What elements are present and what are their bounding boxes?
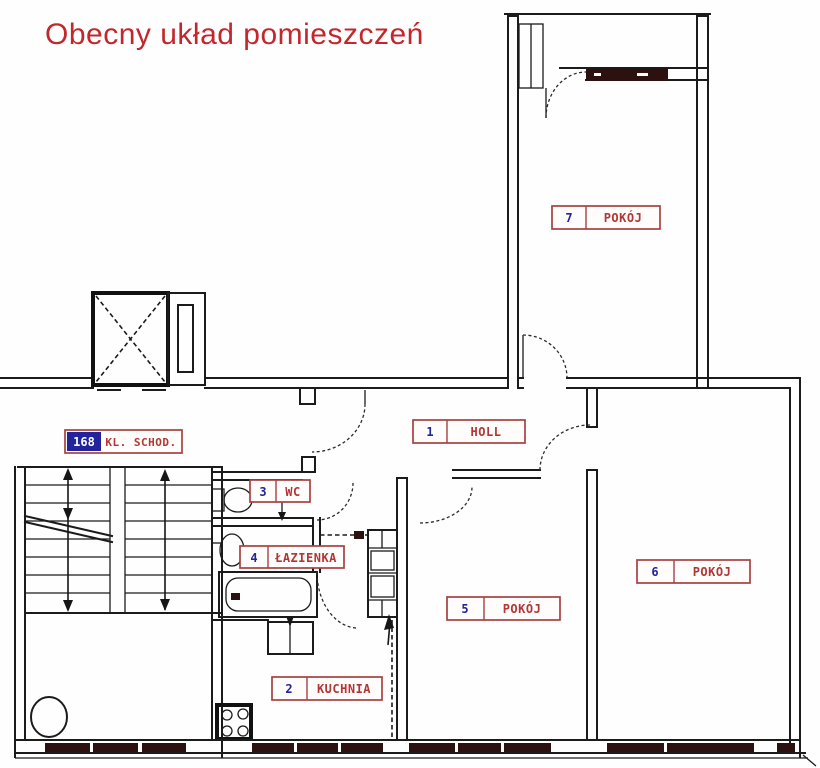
bathtub-icon: [218, 571, 318, 618]
room-label-room6: 6 POKÓJ: [636, 559, 751, 584]
wc-door-swing-arc: [316, 482, 354, 521]
room-label-room5: 5 POKÓJ: [446, 596, 561, 621]
staircase-name: KL. SCHOD.: [105, 436, 176, 449]
room7-walls: [504, 13, 711, 389]
room-label-staircase: 168 KL. SCHOD.: [64, 429, 183, 454]
room7-name: POKÓJ: [604, 210, 643, 225]
bottom-wall-windows: [14, 739, 817, 767]
stair-direction-arrow-left: [63, 468, 73, 612]
room-label-wc: 3 WC: [249, 479, 311, 503]
room5-name: POKÓJ: [503, 601, 542, 616]
kitchen-area: [211, 529, 398, 741]
room-label-kitchen: 2 KUCHNIA: [271, 676, 383, 701]
main-cross-wall: [0, 334, 801, 389]
chute-circle: [30, 696, 68, 738]
room5-door-swing-arc: [419, 486, 473, 524]
balcony-door-sill: [586, 69, 668, 81]
kitchen-number: 2: [285, 682, 292, 696]
staircase-symbol: [14, 466, 223, 758]
room6-name: POKÓJ: [693, 564, 732, 579]
elevator-symbol: [91, 291, 206, 391]
room5-number: 5: [461, 602, 468, 616]
kitchen-arrow: [384, 614, 394, 646]
kitchen-sink-icon: [267, 616, 314, 655]
kitchen-cabinet-column: [367, 529, 398, 618]
room-label-room7: 7 POKÓJ: [551, 205, 661, 230]
right-outer-wall: [789, 377, 801, 758]
stair-direction-arrow-right: [160, 469, 170, 611]
staircase-number: 168: [73, 435, 95, 449]
room5-room6-walls: [396, 387, 598, 741]
wc-door-jamb: [301, 456, 316, 473]
entrance-door-swing-arc: [311, 403, 366, 453]
page-title: Obecny układ pomieszczeń: [45, 18, 424, 51]
room6-number: 6: [651, 565, 658, 579]
elevator-cross-icon: [95, 295, 166, 383]
bathroom-door-swing-arc: [316, 571, 359, 629]
room6-door-swing-arc: [539, 424, 591, 471]
wc-name: WC: [285, 485, 300, 499]
wc-number: 3: [259, 485, 266, 499]
wc-area: [211, 387, 366, 527]
room7-door-swing-arc: [522, 334, 568, 379]
balcony-door-swing-arc: [545, 71, 587, 119]
bathroom-number: 4: [250, 551, 257, 565]
hall-name: HOLL: [471, 425, 502, 439]
room7-number: 7: [565, 211, 572, 225]
entrance-door-jamb: [299, 387, 316, 405]
room-label-bathroom: 4 ŁAZIENKA: [239, 545, 345, 569]
room-label-hall: 1 HOLL: [412, 419, 526, 444]
hall-number: 1: [426, 425, 433, 439]
toilet-icon: [211, 487, 253, 513]
bathroom-name: ŁAZIENKA: [274, 551, 337, 565]
kitchen-name: KUCHNIA: [317, 682, 371, 696]
